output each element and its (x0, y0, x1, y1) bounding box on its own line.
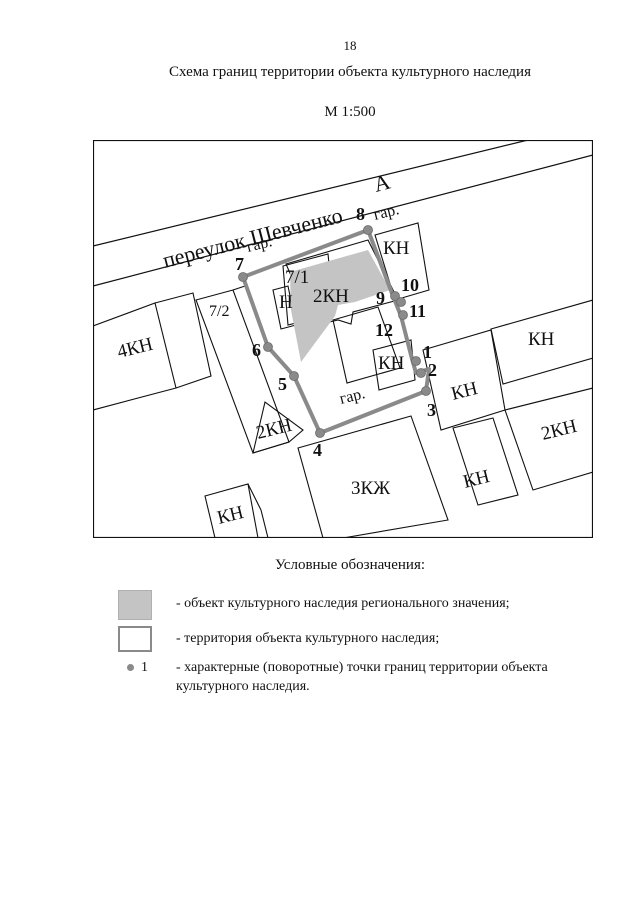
point-7 (238, 272, 248, 282)
label-kn-right-top: КН (528, 329, 555, 350)
point-3 (421, 386, 431, 396)
point-label-6: 6 (252, 340, 261, 360)
label-2kn-right: 2КН (539, 416, 579, 445)
legend-point-marker-icon (127, 664, 134, 671)
legend-point-marker-label: 1 (141, 660, 148, 675)
building-kn-mid (372, 339, 416, 391)
point-label-9: 9 (376, 288, 385, 308)
point-10 (396, 297, 406, 307)
street-lines (93, 140, 593, 287)
legend-title: Условные обозначения: (274, 557, 426, 573)
point-label-10: 10 (401, 275, 419, 295)
label-kn-mid: КН (378, 353, 405, 374)
point-11 (398, 310, 408, 320)
label-gar-top: гар. (245, 233, 274, 256)
label-2kn-main: 2КН (313, 286, 349, 307)
legend-text-heritage: - объект культурного наследия региональн… (176, 596, 510, 611)
building-3kzh (297, 415, 449, 538)
building-2kn-right (504, 387, 593, 491)
boundary-map: переулок Шевченко А (93, 140, 593, 538)
label-4kn: 4КН (115, 334, 155, 363)
label-3kzh: 3КЖ (351, 478, 391, 499)
label-kn-right: КН (449, 378, 480, 405)
heritage-object-fill (290, 250, 390, 362)
map-frame (93, 140, 593, 538)
label-kn-top: КН (383, 238, 410, 259)
label-7-2: 7/2 (209, 303, 229, 320)
label-gar-bottom: гар. (338, 385, 367, 408)
label-kn-bottom-right: КН (461, 466, 492, 493)
legend-swatch-heritage (118, 590, 152, 620)
building-kn-bottom-left (204, 483, 259, 538)
legend-text-points-line2: культурного наследия. (176, 679, 310, 694)
point-label-11: 11 (409, 301, 426, 321)
building-kn-bottom-right (452, 417, 519, 506)
page-number: 18 (343, 38, 357, 53)
point-label-8: 8 (356, 204, 365, 224)
point-2 (416, 368, 426, 378)
building-4kn-step (154, 292, 212, 389)
building-inner (332, 306, 401, 384)
point-9 (390, 291, 400, 301)
point-6 (263, 342, 273, 352)
label-gar-top-right: гар. (372, 201, 401, 224)
page-title: Схема границ территории объекта культурн… (169, 64, 531, 80)
map-canvas: переулок Шевченко А (93, 140, 593, 538)
point-label-2: 2 (428, 360, 437, 380)
map-scale: М 1:500 (324, 104, 376, 120)
point-label-12: 12 (375, 320, 393, 340)
legend-swatch-territory (118, 626, 152, 652)
point-label-5: 5 (278, 374, 287, 394)
legend-text-territory: - территория объекта культурного наследи… (176, 631, 440, 646)
street-letter: А (371, 169, 393, 197)
point-1 (411, 356, 421, 366)
point-label-4: 4 (313, 440, 322, 460)
label-kn-bottom-left: КН (215, 502, 246, 529)
building-2kn-left (252, 401, 304, 454)
point-4 (315, 428, 325, 438)
point-label-3: 3 (427, 400, 436, 420)
turning-point-markers (238, 225, 431, 438)
point-8 (363, 225, 373, 235)
point-label-7: 7 (235, 254, 244, 274)
legend-text-points-line1: - характерные (поворотные) точки границ … (176, 660, 548, 675)
building-kn-right-top (490, 299, 593, 385)
label-n: Н (279, 292, 293, 313)
point-5 (289, 371, 299, 381)
label-7-1: 7/1 (285, 267, 309, 288)
point-label-1: 1 (423, 342, 432, 362)
